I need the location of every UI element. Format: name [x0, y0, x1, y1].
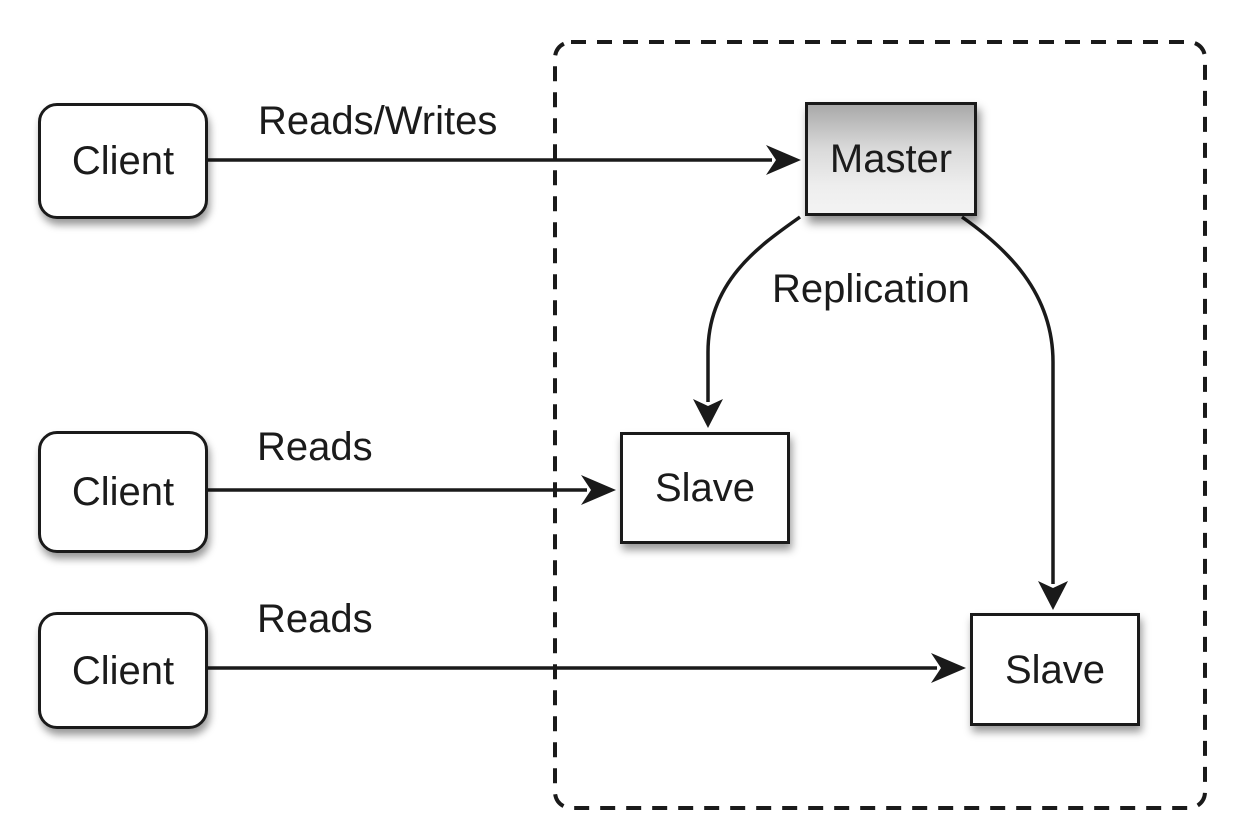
- edge-client-bottom-to-slave-arrowhead-icon: [931, 653, 966, 683]
- edge-master-to-slave-bottom-arrowhead-icon: [1038, 581, 1068, 610]
- edge-master-to-slave-bottom-curve: [960, 215, 1055, 584]
- node-client-bottom-label: Client: [71, 648, 175, 693]
- node-client-middle-label: Client: [71, 470, 175, 514]
- edge-master-to-slave-middle-arrowhead-icon: [693, 399, 723, 428]
- node-client-bottom: Client: [38, 612, 208, 729]
- node-slave-middle: Slave: [620, 432, 790, 544]
- node-master-label: Master: [829, 137, 953, 181]
- node-slave-bottom: Slave: [970, 613, 1140, 726]
- edge-label-replication: Replication: [772, 267, 970, 311]
- node-client-middle: Client: [38, 431, 208, 553]
- edge-client-middle-to-slave-arrowhead-icon: [581, 475, 616, 505]
- edge-client-top-to-master-arrowhead-icon: [766, 145, 801, 175]
- edge-label-reads-middle: Reads: [257, 425, 373, 469]
- node-master: Master: [805, 102, 977, 216]
- edge-label-reads-bottom: Reads: [257, 597, 373, 641]
- edge-master-to-slave-middle-curve: [706, 215, 802, 402]
- node-slave-bottom-label: Slave: [1004, 647, 1106, 692]
- edge-label-reads-writes: Reads/Writes: [258, 99, 498, 143]
- node-client-top-label: Client: [71, 139, 175, 183]
- node-client-top: Client: [38, 103, 208, 219]
- node-slave-middle-label: Slave: [654, 466, 756, 510]
